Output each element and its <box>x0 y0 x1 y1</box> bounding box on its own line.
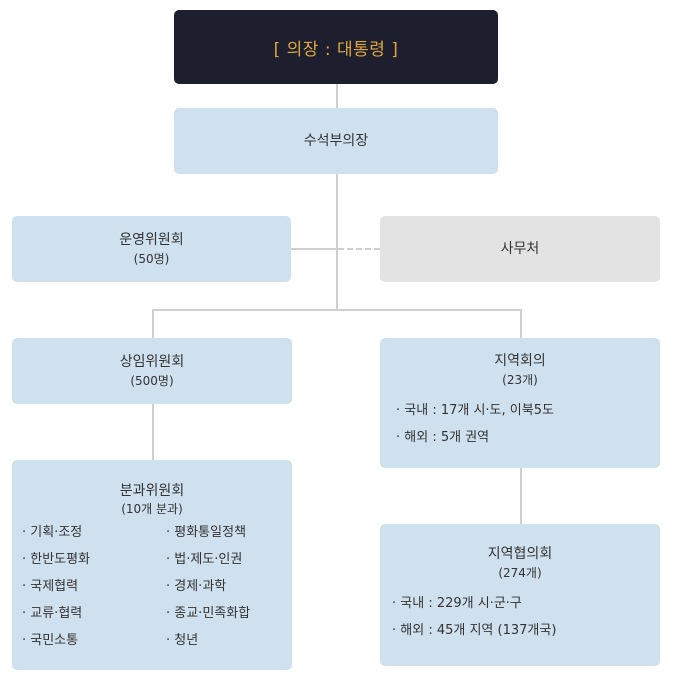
steering-committee-box: 운영위원회 (50명) <box>12 216 291 282</box>
list-item: · 청년 <box>166 633 199 648</box>
connector-secretariat-dashed <box>338 248 380 250</box>
chair-label: [ 의장 : 대통령 ] <box>273 39 399 60</box>
list-item: · 법·제도·인권 <box>166 552 243 567</box>
subcommittees-count: (10개 분과) <box>121 502 183 516</box>
chair-box: [ 의장 : 대통령 ] <box>174 10 498 84</box>
regional-council-list: · 국내 : 17개 시·도, 이북5도 · 해외 : 5개 권역 <box>396 397 660 451</box>
list-item: · 국민소통 <box>22 633 79 648</box>
regional-association-box: 지역협의회 (274개) · 국내 : 229개 시·군·구 · 해외 : 45… <box>380 524 660 666</box>
connector-to-regional <box>520 309 522 338</box>
standing-committee-label: 상임위원회 <box>119 354 185 370</box>
list-item: · 해외 : 45개 지역 (137개국) <box>392 623 557 638</box>
list-item: · 해외 : 5개 권역 <box>396 430 490 445</box>
senior-vice-chair-box: 수석부의장 <box>174 108 498 174</box>
list-item: · 국내 : 17개 시·도, 이북5도 <box>396 403 554 418</box>
senior-vice-chair-label: 수석부의장 <box>303 133 369 149</box>
regional-association-list: · 국내 : 229개 시·군·구 · 해외 : 45개 지역 (137개국) <box>392 590 660 644</box>
connector-chair-to-vice <box>336 84 338 108</box>
subcommittees-box: 분과위원회 (10개 분과) · 기획·조정 · 한반도평화 · 국제협력 · … <box>12 460 292 670</box>
connector-regional-to-association <box>520 468 522 524</box>
list-item: · 국내 : 229개 시·군·구 <box>392 596 522 611</box>
list-item: · 국제협력 <box>22 579 79 594</box>
connector-standing-to-sub <box>152 404 154 460</box>
connector-horizontal-branch <box>152 309 522 311</box>
regional-council-count: (23개) <box>502 373 538 387</box>
regional-council-box: 지역회의 (23개) · 국내 : 17개 시·도, 이북5도 · 해외 : 5… <box>380 338 660 468</box>
subcommittees-label: 분과위원회 <box>119 483 185 499</box>
secretariat-box: 사무처 <box>380 216 660 282</box>
standing-committee-count: (500명) <box>130 374 174 388</box>
steering-committee-label: 운영위원회 <box>119 232 184 248</box>
list-item: · 경제·과학 <box>166 579 227 594</box>
subcommittees-right-list: · 평화통일정책 · 법·제도·인권 · 경제·과학 · 종교·민족화합 · 청… <box>166 519 250 654</box>
list-item: · 기획·조정 <box>22 525 83 540</box>
list-item: · 평화통일정책 <box>166 525 247 540</box>
list-item: · 교류·협력 <box>22 606 83 621</box>
steering-committee-count: (50명) <box>133 252 170 266</box>
connector-to-standing <box>152 309 154 338</box>
regional-association-count: (274개) <box>498 566 542 580</box>
connector-vice-to-trunk <box>336 174 338 311</box>
regional-council-label: 지역회의 <box>494 353 546 369</box>
subcommittees-left-list: · 기획·조정 · 한반도평화 · 국제협력 · 교류·협력 · 국민소통 <box>22 519 90 654</box>
list-item: · 종교·민족화합 <box>166 606 251 621</box>
standing-committee-box: 상임위원회 (500명) <box>12 338 292 404</box>
list-item: · 한반도평화 <box>22 552 91 567</box>
regional-association-label: 지역협의회 <box>487 546 553 562</box>
secretariat-label: 사무처 <box>500 241 540 257</box>
connector-steering <box>291 248 337 250</box>
